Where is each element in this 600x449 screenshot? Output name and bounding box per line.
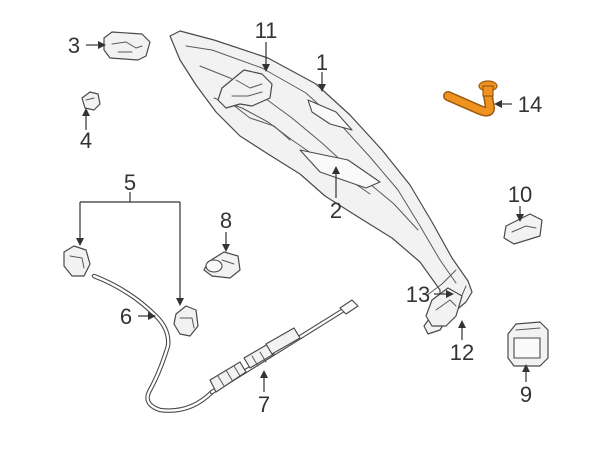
callout-3: 3 [68, 33, 80, 58]
bracket-part-10 [503, 213, 543, 245]
hinge-bracket [217, 69, 273, 109]
callout-6: 6 [120, 304, 132, 329]
lock-cylinder-part-8 [203, 251, 241, 279]
callout-7: 7 [258, 392, 270, 417]
release-cable [91, 273, 359, 413]
cable-clip-left [63, 245, 91, 277]
callout-12: 12 [450, 340, 474, 365]
callout-13: 13 [406, 282, 430, 307]
callout-11: 11 [255, 18, 278, 43]
callout-1: 1 [316, 50, 328, 75]
cable-clip-right [173, 305, 199, 337]
highlighted-part-14 [443, 80, 498, 117]
callout-10: 10 [508, 182, 532, 207]
clip-part-3 [103, 31, 151, 61]
latch-module-part-9 [507, 321, 549, 367]
bumper-part-4 [81, 91, 101, 111]
callout-numbers: 1 2 3 4 5 6 7 8 9 10 11 12 13 14 [68, 18, 542, 417]
callout-14: 14 [518, 92, 542, 117]
callout-2: 2 [330, 198, 342, 223]
callout-8: 8 [220, 208, 232, 233]
latch-assembly [425, 287, 463, 327]
callout-4: 4 [80, 128, 92, 153]
callout-5: 5 [124, 170, 136, 195]
callout-9: 9 [520, 382, 532, 407]
leader-lines [76, 41, 530, 392]
